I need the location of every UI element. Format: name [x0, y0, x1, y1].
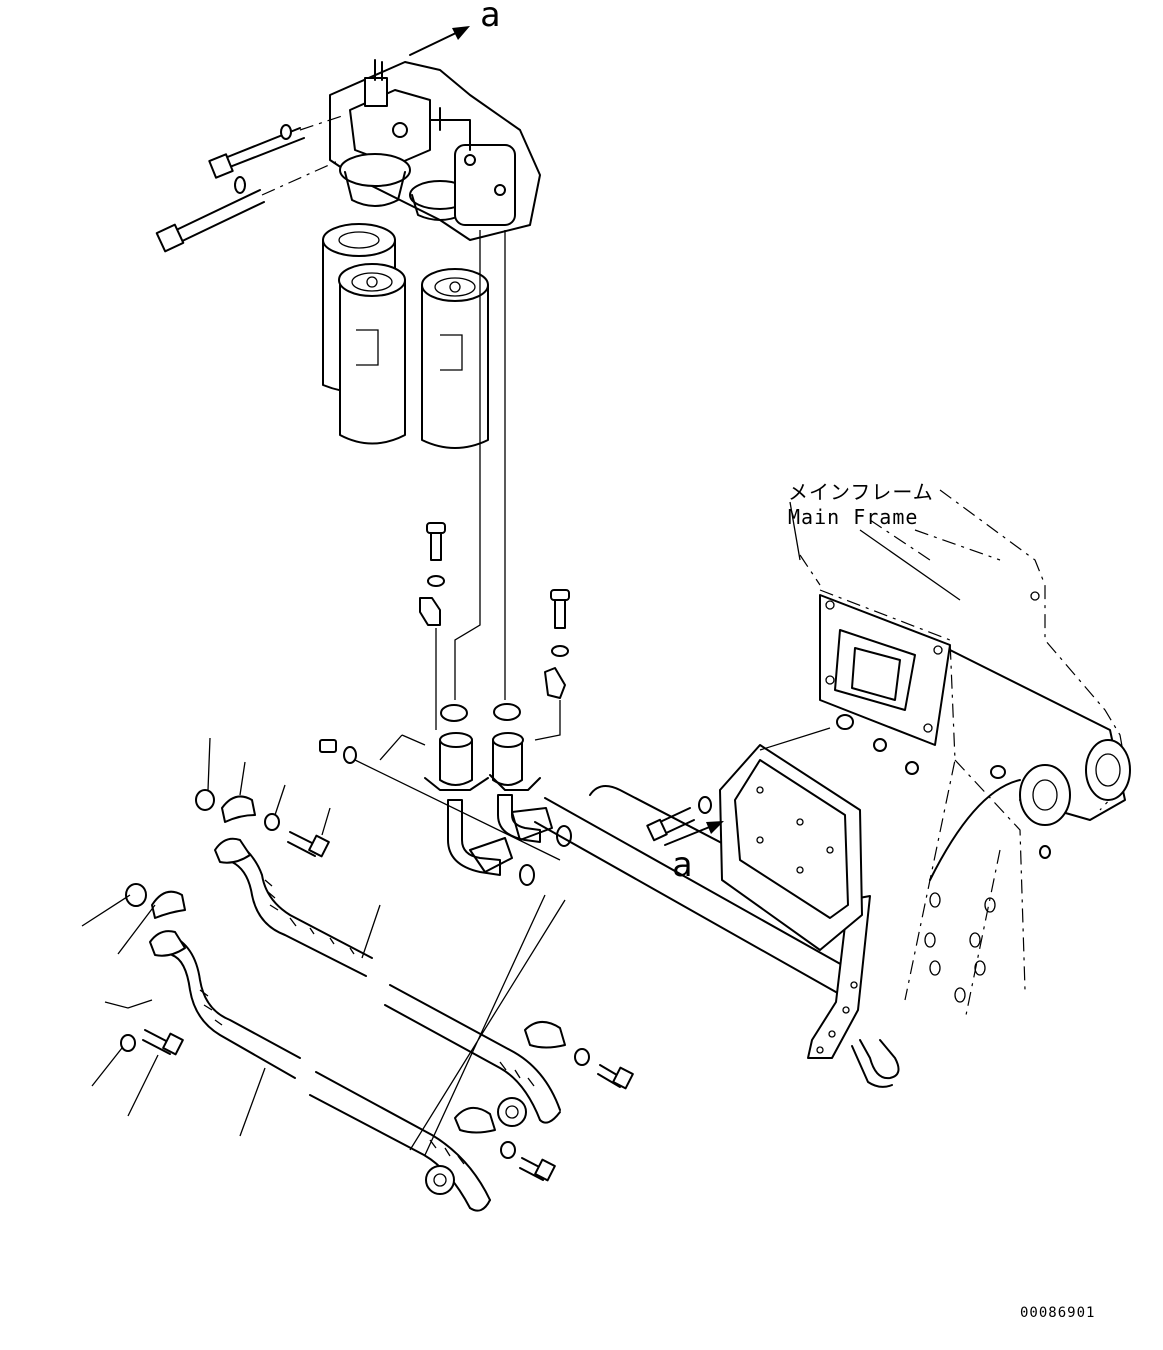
nut-washer	[319, 734, 561, 861]
filter-cartridges	[322, 223, 489, 449]
filter-head	[329, 59, 541, 241]
main-frame	[799, 489, 1131, 1021]
mounting-bracket	[719, 727, 863, 951]
view-a-label-frame: a	[672, 845, 693, 885]
main-frame-label-jp: メインフレーム	[788, 480, 934, 504]
view-arrow-frame	[646, 796, 724, 846]
drawing-code: 00086901	[1020, 1305, 1096, 1321]
pipe-connectors	[424, 732, 572, 886]
frame-leaders	[789, 501, 961, 601]
main-frame-label-en: Main Frame	[788, 505, 919, 529]
view-a-label-top: a	[480, 0, 501, 35]
view-arrow-top	[409, 26, 470, 56]
clamp-fasteners	[419, 522, 570, 741]
hose-end-clamps	[409, 894, 634, 1182]
hose-upper	[214, 837, 561, 1127]
mounting-bolts	[155, 114, 346, 253]
hose-centerlines	[454, 230, 506, 700]
hose-fittings-left	[120, 789, 330, 1056]
leader-lines	[81, 737, 381, 1137]
hose-lower	[149, 930, 491, 1212]
